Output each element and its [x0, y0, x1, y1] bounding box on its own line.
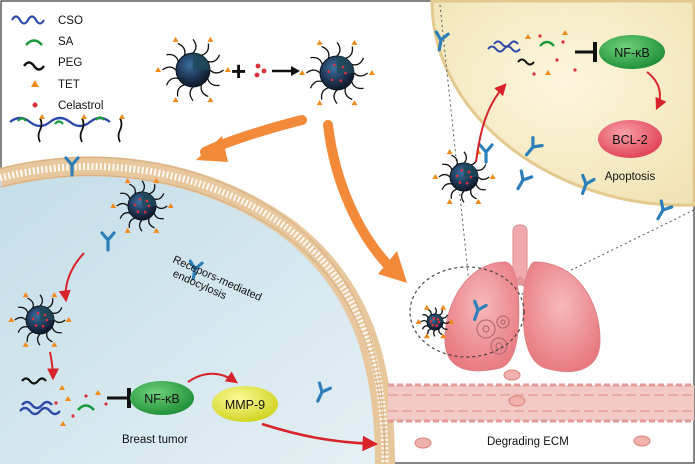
breast-tumor-region [0, 156, 395, 464]
legend-label-peg: PEG [58, 57, 82, 69]
receptor-2 [100, 231, 116, 252]
bcl2-label: BCL-2 [612, 133, 647, 147]
receptor-layer [64, 30, 674, 403]
legend-item-tet: TET [31, 79, 80, 91]
legend-label-tet: TET [58, 79, 80, 91]
nanoparticle-in-lung [415, 304, 455, 339]
receptor-9 [580, 173, 596, 195]
legend-item-sa: SA [25, 36, 74, 48]
arrow-mmp9-to-ecm [261, 422, 379, 452]
breast-tumor-label: Breast tumor [122, 434, 188, 446]
receptor-3 [188, 259, 204, 281]
receptor-8 [516, 169, 534, 191]
nanoparticle-at-cell [432, 149, 496, 204]
conjugate-chain-icon [9, 114, 125, 143]
arc-icon [25, 39, 43, 46]
ecm-vessel [388, 369, 694, 449]
legend-item-peg: PEG [23, 57, 82, 71]
legend-item-celastrol: Celastrol [32, 100, 103, 112]
formation-equation: + [231, 56, 300, 86]
receptor-11 [472, 299, 488, 321]
wavy-line-icon [11, 15, 45, 25]
arrow-into-cell [475, 83, 507, 163]
receptor-6 [478, 143, 494, 164]
inhibition-symbol-top [575, 42, 597, 62]
nanoparticle-layer [8, 36, 496, 347]
nanoparticle-at-membrane [110, 178, 174, 233]
bcl2-node: BCL-2 [598, 120, 662, 158]
receptor-5 [434, 30, 450, 52]
squiggle-icon [23, 61, 45, 71]
apoptosis-label: Apoptosis [605, 171, 656, 183]
mmp9-label: MMP-9 [225, 398, 265, 412]
receptor-10 [656, 199, 674, 221]
arrow-nfkb-to-bcl2 [646, 71, 667, 111]
legend-label-celastrol: Celastrol [58, 100, 103, 112]
nfkb-label-top: NF-κB [614, 46, 649, 60]
arrow-endocytosis [58, 252, 85, 303]
zoom-ellipse [409, 266, 525, 358]
orange-arrow-to-lung [323, 120, 407, 283]
arrow-release [46, 351, 59, 381]
legend-item-cso: CSO [11, 15, 83, 27]
triangle-icon [31, 80, 39, 87]
lungs-illustration [444, 224, 601, 373]
legend-label-sa: SA [58, 36, 74, 48]
inhibition-symbol-bottom [107, 388, 131, 408]
nanoparticle-empty [155, 36, 231, 103]
nanoparticle-loaded [299, 39, 375, 106]
cell-release-payload [487, 30, 577, 76]
nfkb-label-bottom: NF-κB [144, 392, 179, 406]
nanoparticle-internalized [8, 292, 72, 347]
nfkb-node-top: NF-κB [599, 35, 665, 69]
arrow-nfkb-to-mmp9 [187, 371, 238, 384]
orange-arrow-to-tumor [196, 115, 307, 162]
receptor-4 [316, 381, 332, 403]
tumor-release-payload [19, 377, 108, 426]
legend: CSO SA PEG TET Celastrol [9, 15, 125, 143]
nfkb-node-bottom: NF-κB [130, 381, 194, 415]
receptor-7 [524, 136, 544, 157]
degrading-ecm-label: Degrading ECM [487, 436, 569, 448]
dot-icon [32, 102, 38, 108]
mmp9-node: MMP-9 [212, 386, 278, 422]
svg-text:+: + [231, 56, 246, 86]
receptor-1 [64, 156, 80, 177]
legend-label-cso: CSO [58, 15, 83, 27]
